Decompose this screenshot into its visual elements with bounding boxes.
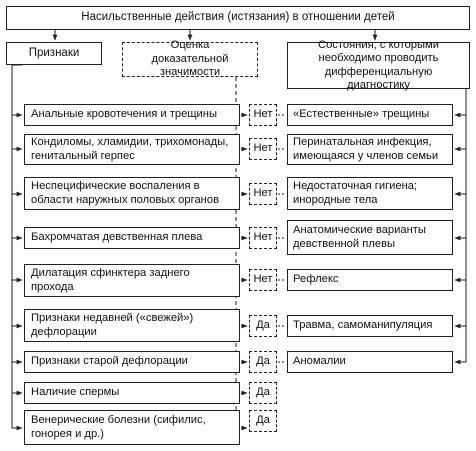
differential-text: Аномалии [293, 355, 346, 368]
evidence-text: Да [256, 319, 270, 332]
evidence-badge: Нет [249, 227, 277, 249]
evidence-badge: Да [249, 410, 277, 432]
evidence-badge: Нет [249, 183, 277, 205]
sign-text: Кондиломы, хламидии, трихомонады, генита… [31, 136, 229, 162]
header-signs: Признаки [6, 42, 102, 65]
sign-box: Признаки недавней («свежей») дефлорации [24, 309, 240, 342]
evidence-text: Нет [253, 108, 273, 121]
differential-text: Рефлекс [293, 273, 339, 286]
header-differential: Состояния, с которыми необходимо проводи… [287, 39, 470, 91]
diagram-title: Насильственные действия (истязания) в от… [6, 6, 470, 30]
evidence-text: Нет [253, 187, 273, 200]
differential-text: Недостаточная гигиена; инородные тела [293, 180, 418, 206]
differential-box: Рефлекс [287, 269, 453, 291]
differential-box: «Естественные» трещины [287, 104, 453, 126]
evidence-text: Нет [253, 231, 273, 244]
differential-text: «Естественные» трещины [293, 108, 430, 121]
sign-box: Признаки старой дефлорации [24, 351, 240, 373]
evidence-badge: Нет [249, 104, 277, 126]
evidence-badge: Да [249, 351, 277, 373]
differential-box: Травма, самоманипуляция [287, 315, 453, 337]
header-evidence-text: Оценка доказательной значимости [151, 39, 229, 79]
differential-text: Перинатальная инфекция, имеющаяся у член… [293, 136, 439, 162]
differential-box: Недостаточная гигиена; инородные тела [287, 177, 453, 210]
sign-text: Признаки недавней («свежей») дефлорации [31, 312, 194, 338]
sign-text: Признаки старой дефлорации [31, 355, 188, 368]
differential-text: Травма, самоманипуляция [293, 319, 433, 332]
sign-text: Неспецифические воспаления в области нар… [31, 180, 220, 206]
evidence-text: Да [256, 386, 270, 399]
evidence-text: Да [256, 355, 270, 368]
evidence-text: Нет [253, 142, 273, 155]
sign-text: Наличие спермы [31, 386, 120, 399]
differential-text: Анатомические варианты девственной плевы [293, 224, 426, 250]
sign-box: Неспецифические воспаления в области нар… [24, 177, 240, 210]
sign-box: Наличие спермы [24, 382, 240, 404]
sign-text: Анальные кровотечения и трещины [31, 108, 217, 121]
sign-box: Анальные кровотечения и трещины [24, 104, 240, 126]
differential-box: Анатомические варианты девственной плевы [287, 220, 453, 255]
header-evidence: Оценка доказательной значимости [122, 39, 258, 79]
evidence-badge: Нет [249, 269, 277, 291]
diagram-title-text: Насильственные действия (истязания) в от… [81, 11, 395, 24]
sign-box: Бахромчатая девственная плева [24, 227, 240, 249]
differential-box: Аномалии [287, 351, 453, 373]
evidence-badge: Да [249, 382, 277, 404]
differential-box: Перинатальная инфекция, имеющаяся у член… [287, 134, 453, 165]
sign-text: Бахромчатая девственная плева [31, 231, 203, 244]
sign-text: Венерические болезни (сифилис, гонорея и… [31, 414, 206, 440]
evidence-text: Нет [253, 273, 273, 286]
evidence-badge: Нет [249, 138, 277, 160]
sign-box: Кондиломы, хламидии, трихомонады, генита… [24, 134, 240, 165]
sign-box: Дилатация сфинктера заднего прохода [24, 264, 240, 297]
sign-text: Дилатация сфинктера заднего прохода [31, 267, 190, 293]
header-differential-text: Состояния, с которыми необходимо проводи… [318, 38, 439, 91]
sign-box: Венерические болезни (сифилис, гонорея и… [24, 410, 240, 445]
header-signs-text: Признаки [28, 46, 80, 59]
evidence-badge: Да [249, 315, 277, 337]
evidence-text: Да [256, 414, 270, 427]
